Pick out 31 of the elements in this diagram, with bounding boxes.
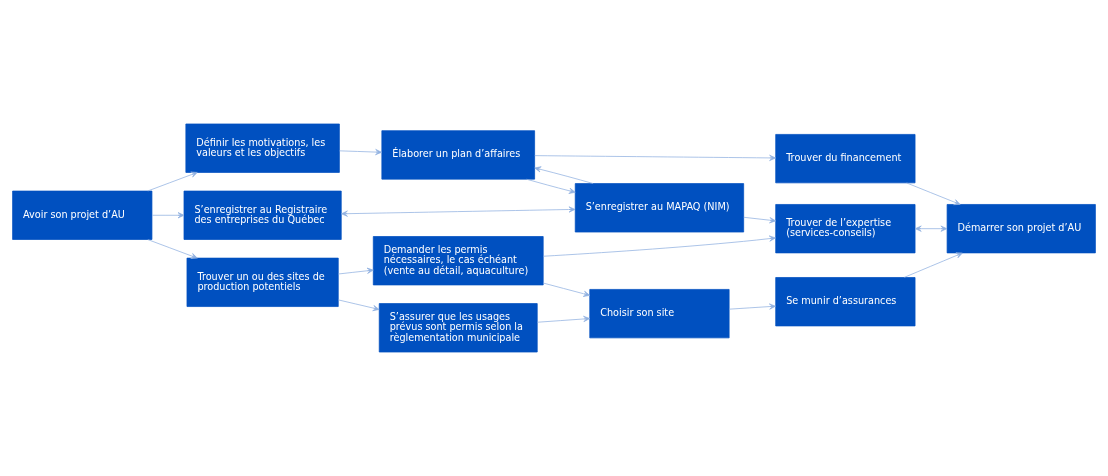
arrow	[341, 206, 576, 217]
node-box: Choisir son site	[589, 289, 730, 339]
node-box: S’enregistrer au Registraire des entreprises du Québec	[183, 190, 342, 240]
arrow	[338, 267, 374, 275]
arrow	[906, 182, 961, 206]
node-box: Se munir d’assurances	[775, 277, 916, 327]
node-box: Élaborer un plan d’affaires	[381, 130, 535, 180]
arrow	[914, 225, 948, 232]
arrow	[147, 239, 198, 259]
arrow	[339, 149, 382, 156]
arrow	[543, 282, 591, 297]
node-box: Démarrer son projet d’AU	[946, 204, 1096, 254]
arrow	[534, 166, 594, 184]
arrow	[147, 171, 198, 192]
node-box: S’assurer que les usages prévus sont permis selon la règlementation municipale	[378, 303, 538, 353]
node-box: Demander les permis nécessaires, le cas échéant (vente au détail, aquaculture)	[372, 236, 544, 286]
arrow	[728, 303, 776, 310]
arrow	[743, 216, 777, 224]
arrow	[536, 315, 590, 323]
arrow	[526, 178, 576, 194]
node-box: Trouver du financement	[775, 134, 916, 184]
node-box: S’enregistrer au MAPAQ (NIM)	[574, 183, 745, 233]
node-box: Trouver un ou des sites de production potentiels	[186, 257, 339, 307]
arrow	[534, 154, 776, 161]
arrow	[903, 252, 963, 278]
node-box: Trouver de l’expertise (services-conseils)	[775, 204, 916, 254]
arrow	[338, 299, 380, 312]
node-box: Définir les motivations, les valeurs et les objectifs	[185, 123, 340, 173]
arrow	[151, 212, 185, 219]
arrow	[543, 235, 776, 257]
node-box: Avoir son projet d’AU	[12, 190, 153, 240]
